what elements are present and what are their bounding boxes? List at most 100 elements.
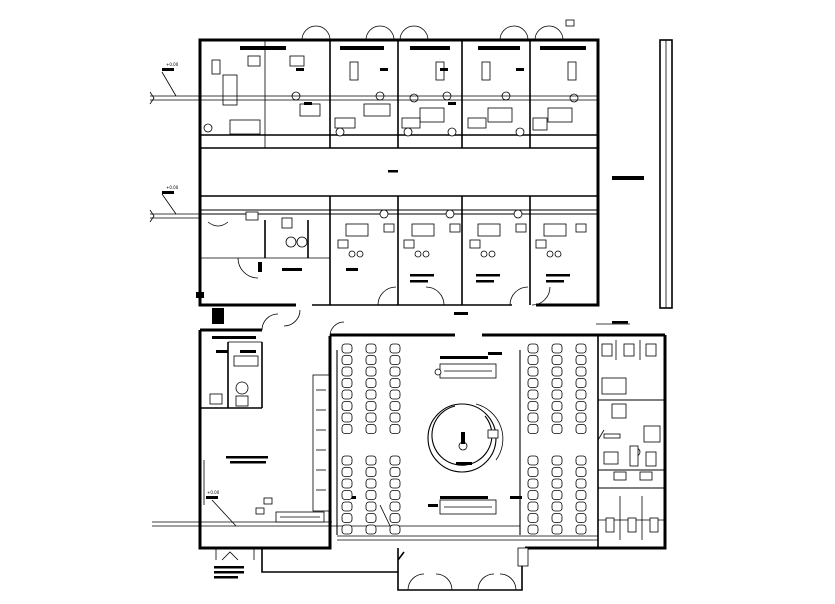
elevation-mark-mid: +0.00 (166, 185, 179, 190)
waiting-chair (365, 513, 377, 523)
waiting-chair (551, 490, 563, 500)
waiting-chair (575, 424, 587, 434)
waiting-chair (575, 490, 587, 500)
waiting-chair (527, 389, 539, 400)
waiting-chair (389, 401, 401, 411)
waiting-chair (365, 412, 377, 423)
waiting-chair (527, 424, 539, 434)
waiting-chair (389, 524, 401, 535)
corridor (198, 148, 644, 197)
waiting-chair (575, 366, 587, 377)
waiting-chair (575, 343, 587, 354)
waiting-chair (527, 355, 539, 365)
waiting-chair (341, 501, 353, 512)
waiting-chair (365, 490, 377, 500)
waiting-chair (365, 366, 377, 377)
waiting-chair (527, 378, 539, 388)
waiting-chair (527, 490, 539, 500)
waiting-chair (575, 455, 587, 466)
waiting-chair (365, 478, 377, 489)
elevation-mark-bottom: +0.00 (207, 490, 220, 495)
waiting-chair (389, 424, 401, 434)
waiting-chair (389, 389, 401, 400)
waiting-chair (551, 401, 563, 411)
waiting-chair (527, 401, 539, 411)
waiting-chair (527, 412, 539, 423)
waiting-chair (551, 355, 563, 365)
waiting-chair (527, 478, 539, 489)
waiting-chair (551, 478, 563, 489)
waiting-chair (341, 355, 353, 365)
waiting-chair (551, 467, 563, 477)
waiting-chair (527, 343, 539, 354)
waiting-chairs (341, 343, 587, 535)
waiting-chair (575, 513, 587, 523)
waiting-chair (527, 467, 539, 477)
waiting-chair (365, 355, 377, 365)
waiting-chair (341, 467, 353, 477)
top-room-row (200, 19, 598, 149)
waiting-chair (551, 412, 563, 423)
waiting-chair (551, 524, 563, 535)
waiting-chair (551, 513, 563, 523)
waiting-chair (365, 455, 377, 466)
waiting-chair (389, 490, 401, 500)
waiting-chair (551, 366, 563, 377)
toilet-block (596, 321, 665, 548)
waiting-chair (389, 378, 401, 388)
waiting-chair (389, 355, 401, 365)
waiting-chair (575, 389, 587, 400)
waiting-chair (389, 513, 401, 523)
waiting-chair (341, 343, 353, 354)
waiting-chair (389, 501, 401, 512)
waiting-chair (527, 513, 539, 523)
waiting-chair (341, 424, 353, 434)
waiting-chair (389, 412, 401, 423)
service-line-top (149, 68, 598, 105)
bench-column (275, 374, 330, 523)
waiting-chair (365, 501, 377, 512)
elevation-mark-top: +0.00 (166, 62, 179, 67)
waiting-chair (575, 467, 587, 477)
waiting-chair (341, 378, 353, 388)
waiting-chair (365, 401, 377, 411)
waiting-chair (575, 401, 587, 411)
waiting-chair (341, 401, 353, 411)
waiting-chair (575, 355, 587, 365)
waiting-chair (341, 455, 353, 466)
waiting-chair (551, 378, 563, 388)
waiting-chair (389, 343, 401, 354)
waiting-chair (551, 501, 563, 512)
waiting-chair (551, 424, 563, 434)
waiting-chair (575, 378, 587, 388)
waiting-chair (527, 524, 539, 535)
waiting-chair (341, 412, 353, 423)
waiting-chair (575, 412, 587, 423)
waiting-hall (329, 321, 598, 591)
waiting-chair (365, 467, 377, 477)
left-wing (152, 308, 332, 579)
waiting-chair (365, 389, 377, 400)
waiting-chair (527, 501, 539, 512)
waiting-chair (341, 490, 353, 500)
waiting-chair (389, 455, 401, 466)
waiting-chair (365, 424, 377, 434)
waiting-chair (575, 501, 587, 512)
outer-walls (198, 38, 673, 591)
waiting-chair (389, 467, 401, 477)
waiting-chair (341, 389, 353, 400)
mid-room-row (149, 191, 598, 315)
waiting-chair (341, 366, 353, 377)
waiting-chair (365, 524, 377, 535)
waiting-chair (341, 478, 353, 489)
waiting-chair (551, 343, 563, 354)
waiting-chair (389, 478, 401, 489)
waiting-chair (341, 513, 353, 523)
waiting-chair (527, 455, 539, 466)
waiting-chair (575, 524, 587, 535)
waiting-chair (389, 366, 401, 377)
waiting-chair (527, 366, 539, 377)
waiting-chair (551, 389, 563, 400)
waiting-chair (365, 378, 377, 388)
